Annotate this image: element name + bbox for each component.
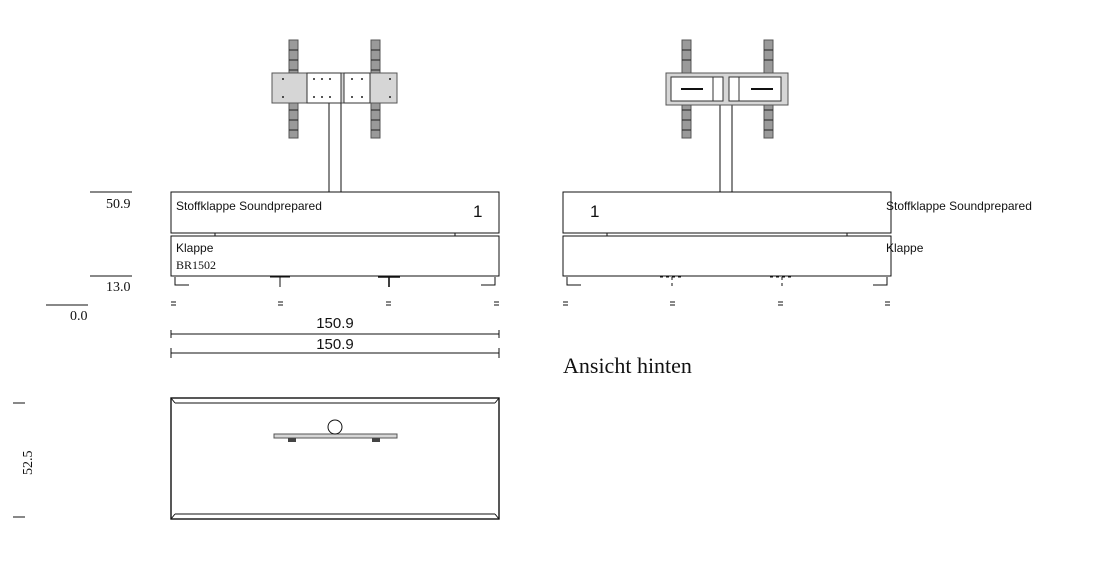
bracket xyxy=(288,438,296,442)
dim-label-base: 0.0 xyxy=(70,309,88,324)
foot-rear-left xyxy=(566,277,581,286)
bracket xyxy=(372,438,380,442)
foot-rear-right xyxy=(873,277,888,286)
corner xyxy=(494,513,500,520)
tv-mount-rear xyxy=(665,39,789,193)
top-view: 52.5 xyxy=(13,397,500,520)
front-view: 50.9 13.0 0.0 xyxy=(46,39,500,358)
dim-label-top: 50.9 xyxy=(106,197,131,212)
foot-rear-mid-left xyxy=(660,276,684,287)
lower-flap xyxy=(170,235,500,277)
corner xyxy=(494,397,500,404)
foot-rear-mid-right xyxy=(770,276,794,287)
feet-front xyxy=(174,276,496,287)
column-top xyxy=(327,419,343,435)
foot-mid-right xyxy=(378,276,400,287)
lower-flap-label: Klappe xyxy=(176,241,214,255)
floor-marks-front xyxy=(171,301,499,306)
plate-center-2 xyxy=(343,72,371,104)
floor-marks-rear xyxy=(563,301,890,306)
upper-panel-label: Stoffklappe Soundprepared xyxy=(886,199,1032,213)
corner xyxy=(170,513,176,520)
clamp xyxy=(712,76,724,102)
foot-right xyxy=(481,277,496,286)
cabinet-front: Stoffklappe Soundprepared 1 Klappe BR150… xyxy=(170,191,500,277)
corner xyxy=(170,397,176,404)
cabinet-top xyxy=(170,397,500,520)
upper-panel-rear xyxy=(562,191,892,234)
foot-left xyxy=(174,277,189,286)
width-dim-label-1: 150.9 xyxy=(316,315,354,332)
model-code: BR1502 xyxy=(176,258,216,272)
upper-flap xyxy=(170,191,500,234)
width-dimensions: 150.9 150.9 xyxy=(170,315,500,358)
tv-mount-front xyxy=(271,39,398,193)
mount-column xyxy=(328,99,342,193)
lower-panel-rear xyxy=(562,235,892,277)
rear-view-title: Ansicht hinten xyxy=(563,353,692,378)
lower-panel-label: Klappe xyxy=(886,241,924,255)
width-dim-label-2: 150.9 xyxy=(316,336,354,353)
mount-plate-top xyxy=(273,433,398,439)
upper-panel-number: 1 xyxy=(590,202,599,221)
upper-flap-label: Stoffklappe Soundprepared xyxy=(176,199,322,213)
upper-flap-number: 1 xyxy=(473,202,482,221)
height-dimensions: 50.9 13.0 0.0 xyxy=(46,191,132,324)
rear-view: 1 Stoffklappe Soundprepared Klappe Ansic… xyxy=(562,39,1032,378)
depth-dim-label: 52.5 xyxy=(21,451,36,476)
mount-column-rear xyxy=(719,99,733,193)
cabinet-rear: 1 Stoffklappe Soundprepared Klappe xyxy=(562,191,1032,277)
foot-mid-left xyxy=(270,276,290,287)
plate-center xyxy=(306,72,342,104)
dim-label-mid: 13.0 xyxy=(106,280,131,295)
feet-rear xyxy=(566,276,888,287)
clamp xyxy=(728,76,740,102)
mount-top xyxy=(273,419,398,442)
